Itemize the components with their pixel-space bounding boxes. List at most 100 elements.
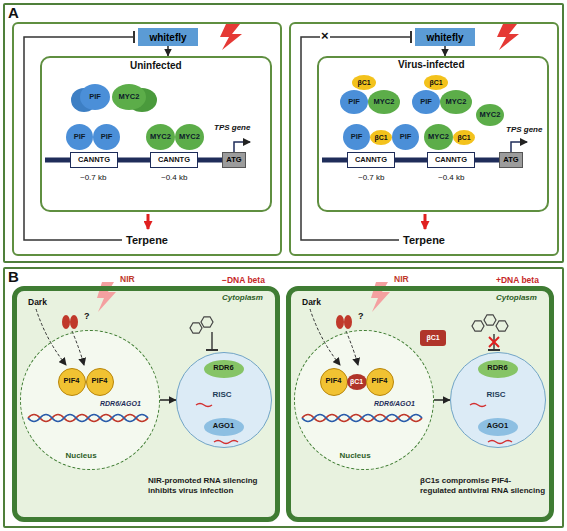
node-text: PIF4 (326, 377, 342, 385)
promoter-motif: CANNTG (427, 152, 475, 168)
molecule-symbol (201, 317, 213, 327)
subpanel-box: TerpenewhiteflyVirus-infectedβC1PIFMYC2β… (289, 22, 559, 256)
node-text: βC1 (350, 378, 363, 386)
inhibition-bar (206, 349, 218, 351)
node-text: PIF (420, 98, 432, 106)
node-text: PIF (351, 133, 363, 141)
rdr6-protein: RDR6 (204, 360, 244, 378)
pif-protein: PIF (340, 90, 368, 114)
gene-label: TPS gene (506, 126, 542, 135)
pif-protein: PIF (412, 90, 440, 114)
node-text: B (8, 269, 19, 286)
pif4-protein: PIF4 (320, 368, 348, 396)
myc2-protein: MYC2 (440, 90, 472, 114)
node-text: βC1 (429, 79, 442, 87)
pif-protein: PIF (93, 124, 120, 150)
molecule-symbol (190, 323, 202, 333)
inhibition-bar (488, 349, 500, 351)
node-text: MYC2 (119, 93, 140, 101)
connector-arrow (434, 399, 450, 401)
rna-strand (470, 404, 486, 407)
myc2-protein: MYC2 (146, 124, 175, 150)
ago1-protein: AGO1 (478, 418, 518, 436)
light-label: NIR (394, 275, 409, 284)
bc1-protein: βC1 (424, 75, 448, 90)
cytoplasm-fill (17, 291, 275, 517)
node-text: βC1 (357, 79, 370, 87)
whitefly-box: whitefly (415, 28, 475, 46)
dimension-label: ~0.7 kb (358, 174, 384, 183)
molecule-symbol (496, 321, 508, 331)
subpanel-box: TerpenewhiteflyUninfectedPIFMYC2PIFPIFMY… (12, 22, 282, 256)
pif-protein: PIF (80, 84, 110, 110)
pif-protein: PIF (343, 124, 370, 150)
node-text: βC1 (426, 334, 439, 342)
rna-strand (214, 441, 238, 444)
node-text: βC1 (457, 134, 470, 142)
node-text: whitefly (149, 32, 186, 43)
risc-complex: RISCRDR6AGO1 (450, 352, 546, 448)
node-text: +DNA beta (496, 276, 539, 285)
condition-label: Dark (28, 298, 47, 307)
myc2-protein: MYC2 (368, 90, 400, 114)
pif4-protein: PIF4 (366, 368, 394, 396)
connector-arrow (444, 46, 446, 56)
node-text: MYC2 (150, 133, 171, 141)
node-text: AGO1 (213, 422, 234, 430)
inhibition-line (211, 332, 212, 350)
node-text: PIF (400, 133, 412, 141)
node-text: Uninfected (130, 60, 182, 71)
node-text: Cytoplasm (222, 294, 263, 303)
node-text: CANNTG (435, 156, 467, 164)
node-text: PIF (74, 133, 86, 141)
summary-note: βC1s compromise PIF4-regulated antiviral… (420, 476, 546, 495)
cytoplasm-fill (291, 291, 549, 517)
signal-arrow (310, 309, 340, 365)
bc1-protein: βC1 (370, 130, 392, 145)
node-text: Virus-infected (398, 59, 465, 70)
node-text: CANNTG (78, 156, 110, 164)
bc1-protein: βC1 (420, 330, 446, 346)
unknown-mark: ? (84, 312, 90, 322)
bc1-protein: βC1 (352, 75, 376, 90)
decrease-arrow (147, 214, 150, 229)
node-text: −DNA beta (222, 276, 265, 285)
panel-frame: ATerpenewhiteflyUninfectedPIFMYC2PIFPIFM… (3, 3, 564, 263)
node-text: MYC2 (179, 133, 200, 141)
plant-cell: UninfectedPIFMYC2PIFPIFMYC2MYC2CANNTGCAN… (40, 56, 272, 212)
dimension-label: ~0.7 kb (80, 174, 106, 183)
node-text: PIF (89, 93, 101, 101)
bc1-protein: βC1 (453, 130, 475, 145)
summary-note: NIR-promoted RNA silencing inhibits viru… (148, 476, 272, 495)
signal-arrow (346, 331, 358, 365)
node-text: Nucleus (340, 452, 371, 461)
nucleus-fill (21, 331, 159, 469)
molecule-symbol (484, 315, 496, 325)
node-text: MYC2 (480, 111, 501, 119)
receptor-symbol (62, 315, 70, 329)
bc1-protein: βC1 (347, 374, 367, 390)
inhibition-bar (410, 31, 412, 43)
dimension-label: ~0.4 kb (161, 174, 187, 183)
node-text: RISC (487, 391, 506, 400)
pif4-protein: PIF4 (58, 368, 86, 396)
condition-label: Dark (302, 298, 321, 307)
node-text: PIF4 (92, 377, 108, 385)
gene-label: TPS gene (214, 124, 250, 133)
lightning-symbol (497, 24, 519, 50)
block-cross (489, 337, 499, 347)
node-text: RISC (213, 391, 232, 400)
node-text: Nucleus (66, 452, 97, 461)
signal-arrow (36, 309, 66, 365)
nucleus-fill (295, 331, 433, 469)
node-text: AGO1 (487, 422, 508, 430)
lightning-symbol (220, 24, 242, 50)
connector-label: RDR6/AGO1 (100, 400, 141, 408)
pif-protein: PIF (66, 124, 93, 150)
promoter-motif: CANNTG (347, 152, 395, 168)
node-text: RDR6 (213, 364, 233, 372)
decrease-arrow (424, 214, 427, 229)
node-text: PIF (348, 98, 360, 106)
block-cross (489, 337, 499, 347)
